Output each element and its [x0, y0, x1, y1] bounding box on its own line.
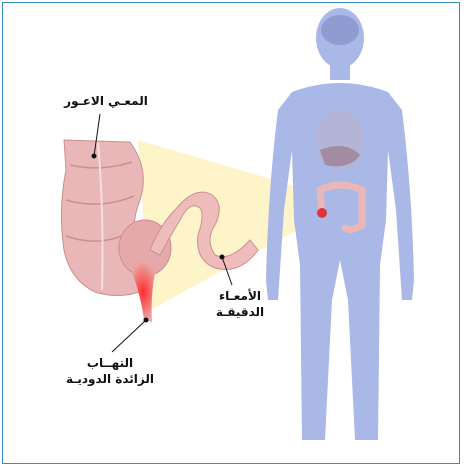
- label-appendicitis: التهــاب الزائدة الدوديـة: [50, 355, 170, 387]
- label-small-intestine-line2: الدقيقـة: [200, 304, 280, 320]
- label-appendicitis-line1: التهــاب: [50, 355, 170, 371]
- body-appendix-spot: [317, 208, 327, 218]
- label-small-intestine-line1: الأمعـاء: [200, 288, 280, 304]
- brain-icon: [321, 15, 359, 45]
- label-small-intestine: الأمعـاء الدقيقـة: [200, 288, 280, 320]
- internal-organs: [316, 110, 364, 170]
- label-appendicitis-line2: الزائدة الدوديـة: [50, 371, 170, 387]
- label-cecum: المعـي الاعـور: [56, 93, 156, 109]
